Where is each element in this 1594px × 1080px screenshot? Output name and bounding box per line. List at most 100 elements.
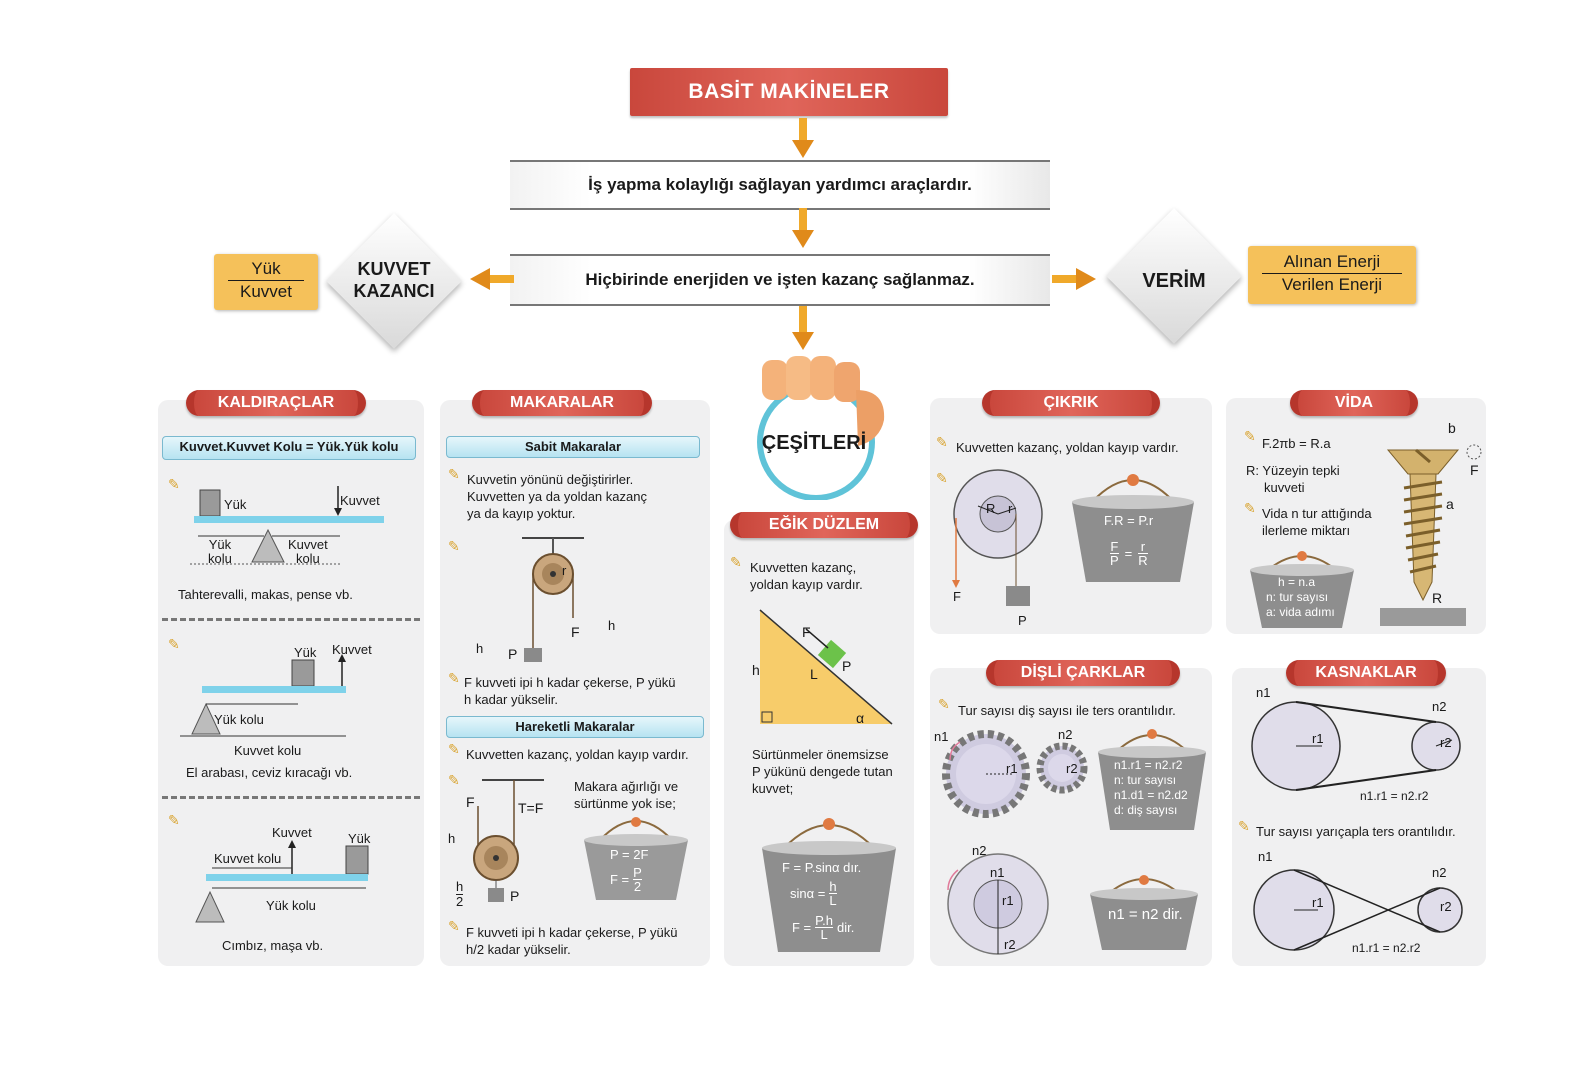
cikrik-P: P	[1018, 613, 1027, 628]
pencil-icon: ✎	[938, 696, 950, 712]
definition-strip: İş yapma kolaylığı sağlayan yardımcı ara…	[510, 160, 1050, 210]
bucket-icon	[1250, 551, 1354, 628]
cikrik-diagram	[952, 469, 1043, 606]
makara-bucket-2: F = P 2	[610, 866, 642, 893]
cikrik-F: F	[953, 589, 961, 604]
num: r	[1138, 540, 1148, 554]
egik-duzlem-diagram	[759, 609, 893, 725]
kazanci-label: KAZANCI	[353, 281, 435, 301]
pencil-icon: ✎	[448, 538, 460, 554]
vida-a: a	[1446, 496, 1454, 512]
den: 2	[456, 894, 464, 909]
vida-b: b	[1448, 420, 1456, 436]
line: F kuvveti ipi h kadar çekerse, P yükü	[464, 675, 676, 690]
kuvvet-label: KUVVET	[357, 259, 431, 279]
cesitleri-label: ÇEŞİTLERİ	[761, 432, 867, 454]
disli-b-r2: r2	[1004, 937, 1016, 952]
sabit-r: r	[562, 563, 567, 578]
line: n: tur sayısı	[1114, 773, 1177, 787]
kasnak-r2: r2	[1440, 735, 1452, 750]
den: 2	[633, 879, 642, 894]
lever3-caption: Cımbız, maşa vb.	[222, 938, 324, 953]
egik-bucket-1: F = P.sinα dır.	[782, 860, 862, 875]
lever3-kuvvet: Kuvvet	[272, 825, 312, 840]
lever1-yuk: Yük	[224, 497, 247, 512]
egik-bucket-2: sinα = h L	[790, 880, 837, 907]
section-title: EĞİK DÜZLEM	[768, 516, 880, 533]
egik-P: P	[842, 658, 852, 674]
disli-b-n2: n2	[972, 843, 987, 858]
line: n1.r1 = n2.r2	[1114, 758, 1183, 772]
pencil-icon: ✎	[730, 554, 742, 570]
bucket-icon	[584, 817, 688, 900]
principle-text: Hiçbirinde enerjiden ve işten kazanç sağ…	[585, 270, 975, 289]
pencil-icon: ✎	[1244, 500, 1256, 516]
hareketli-text: Kuvvetten kazanç, yoldan kayıp vardır.	[466, 747, 689, 762]
kasnak-n1: n1	[1256, 685, 1271, 700]
kaldiraclar-title: KALDIRAÇLAR	[186, 390, 366, 416]
line: Kuvvetten ya da yoldan kazanç	[467, 489, 647, 504]
fraction-line	[228, 280, 304, 281]
lever3-kuvvet-kolu: Kuvvet kolu	[214, 851, 282, 866]
sabit-text: Kuvvetin yönünü değiştirirler. Kuvvetten…	[467, 471, 647, 522]
formula-denominator: Kuvvet	[240, 282, 292, 301]
vida-title: VİDA	[1290, 390, 1418, 416]
pencil-icon: ✎	[1244, 428, 1256, 444]
page-title: BASİT MAKİNELER	[688, 80, 890, 103]
arrow-down-icon	[792, 306, 814, 350]
arrow-right-icon	[1052, 268, 1096, 290]
lever-diagram-1	[190, 486, 384, 565]
verim-label: VERİM	[1142, 270, 1206, 292]
belt-pulley-open-diagram	[1251, 701, 1461, 791]
pencil-icon: ✎	[168, 636, 180, 652]
egik-bucket-3: F = P.h L dir.	[792, 914, 854, 941]
pencil-icon: ✎	[936, 434, 948, 450]
kuvvet-kazanci-label: KUVVET KAZANCI	[334, 258, 454, 302]
lever1-kuvvet: Kuvvet	[340, 493, 380, 508]
cikrik-r: r	[1008, 501, 1013, 516]
hareketli-caption: F kuvveti ipi h kadar çekerse, P yükü h/…	[466, 924, 677, 958]
rhs: dir.	[837, 920, 855, 935]
bucket-icon	[762, 818, 896, 952]
lever2-kuvvet-kolu: Kuvvet kolu	[234, 743, 302, 758]
kasnak-r1: r1	[1312, 731, 1324, 746]
divider	[162, 618, 420, 621]
section-title: MAKARALAR	[510, 394, 614, 411]
section-title: ÇIKRIK	[1043, 394, 1099, 411]
bucket-icon	[1090, 875, 1198, 950]
line: yoldan kayıp vardır.	[750, 577, 863, 592]
lhs: F =	[610, 872, 630, 887]
disli-b-n1: n1	[990, 865, 1005, 880]
num: h	[456, 879, 464, 895]
kasnak-formula-2: n1.r1 = n2.r2	[1352, 941, 1421, 955]
line: sürtünme yok ise;	[574, 796, 676, 811]
section-title: KALDIRAÇLAR	[217, 394, 335, 411]
lever1-kuvvet-kolu: Kuvvet kolu	[288, 538, 328, 566]
lever-diagram-2	[180, 654, 346, 737]
lever2-caption: El arabası, ceviz kıracağı vb.	[186, 765, 353, 780]
lhs: F =	[792, 920, 812, 935]
pencil-icon: ✎	[936, 470, 948, 486]
arrow-down-icon	[792, 208, 814, 248]
lhs: sinα =	[790, 886, 826, 901]
pencil-icon: ✎	[448, 741, 460, 757]
disli-text: Tur sayısı diş sayısı ile ters orantılıd…	[958, 703, 1176, 718]
hareketli-T: T=F	[518, 800, 544, 816]
divider	[162, 796, 420, 799]
kasnak-text: Tur sayısı yarıçapla ters orantılıdır.	[1256, 824, 1456, 839]
num: P	[633, 865, 642, 880]
disli-r1: r1	[1006, 761, 1018, 776]
title-banner: BASİT MAKİNELER	[630, 68, 948, 116]
line: ilerleme miktarı	[1262, 523, 1351, 538]
kasnak-n2: n2	[1432, 699, 1447, 714]
vida-text: Vida n tur attığında ilerleme miktarı	[1262, 505, 1372, 539]
disli-b-r1: r1	[1002, 893, 1014, 908]
hareketli-P: P	[510, 888, 520, 904]
disli-n2: n2	[1058, 727, 1073, 742]
num: P.h	[815, 913, 833, 928]
screw-icon	[1380, 444, 1482, 626]
kasnak-r1b: r1	[1312, 895, 1324, 910]
pencil-icon: ✎	[1238, 818, 1250, 834]
bucket-icon	[1072, 474, 1194, 582]
line: kuvvet;	[752, 781, 794, 796]
